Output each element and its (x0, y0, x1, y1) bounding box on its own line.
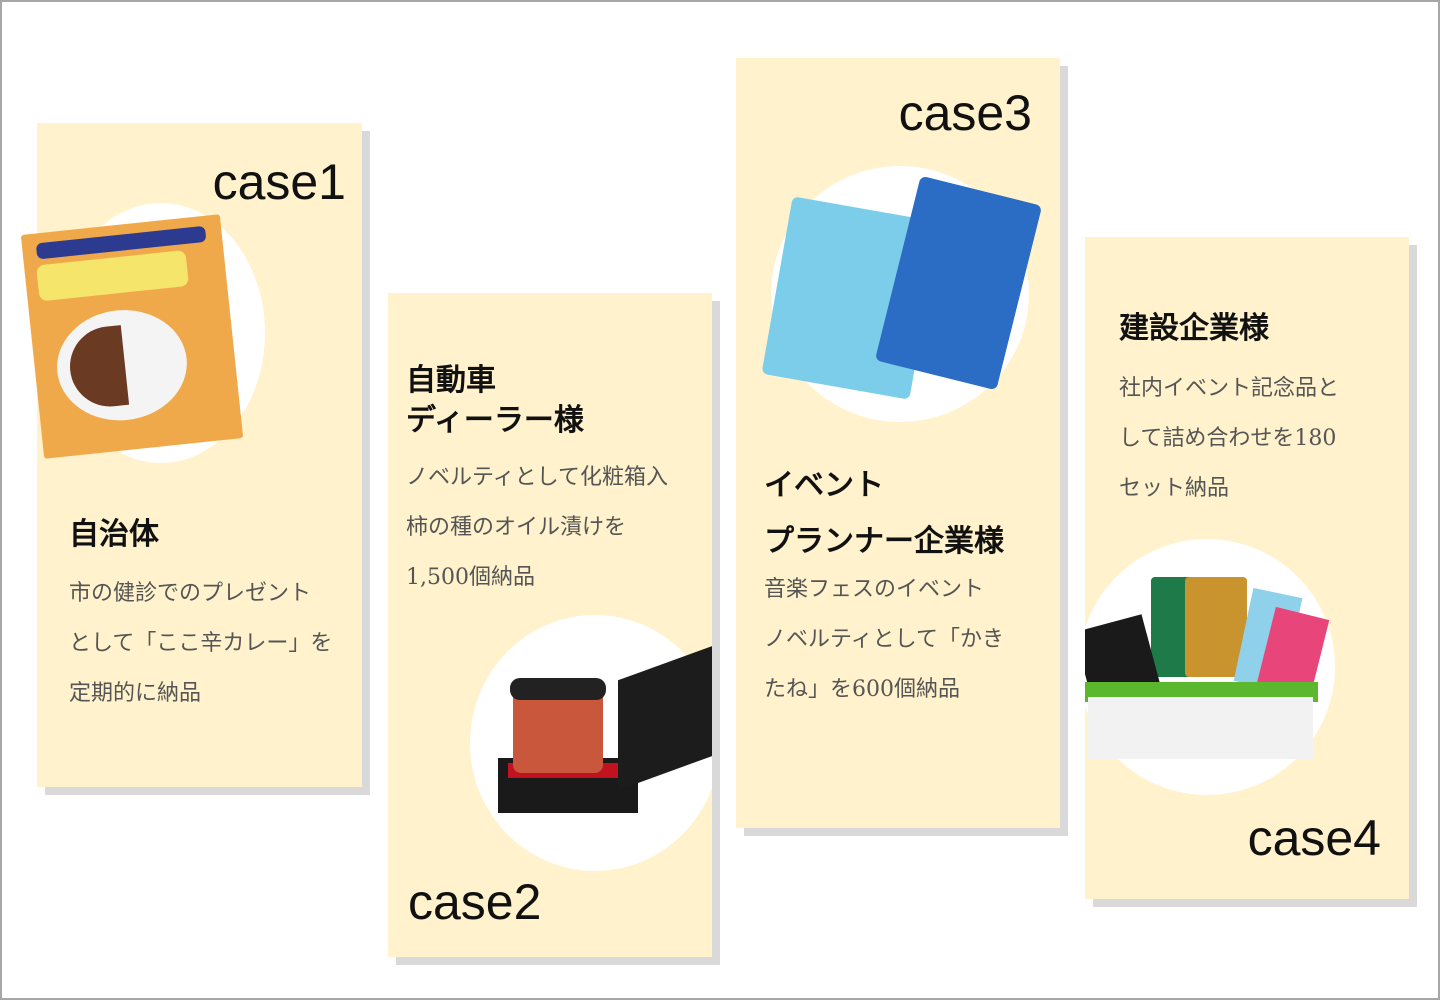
case-label: case1 (212, 154, 346, 210)
case-description: 市の健診でのプレゼントとして「ここ辛カレー」を定期的に納品 (69, 581, 333, 706)
case-label: case2 (408, 874, 542, 930)
case-label: case4 (1247, 810, 1381, 866)
gift-basket-image (1085, 572, 1335, 762)
case-title: イベントプランナー企業様 (764, 468, 1004, 559)
case-label: case3 (898, 85, 1032, 141)
case-description: 音楽フェスのイベントノベルティとして「かきたね」を600個納品 (764, 577, 1005, 702)
case-title: 建設企業様 (1119, 311, 1269, 346)
case-title: 自動車ディーラー様 (406, 363, 584, 438)
case-title: 自治体 (69, 517, 159, 552)
case-card-3: case3 イベントプランナー企業様 音楽フェスのイベントノベルティとして「かき… (736, 58, 1060, 828)
jar-gift-box-image (498, 645, 712, 818)
curry-box-image (20, 214, 244, 459)
